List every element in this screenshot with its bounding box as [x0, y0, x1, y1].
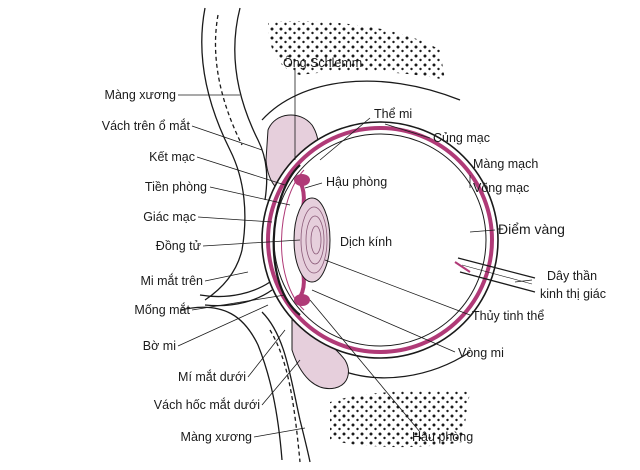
- face-outer-contour: [179, 7, 283, 461]
- label-posterior-chamber-top: Hậu phòng: [326, 175, 387, 189]
- choroid-layer: [266, 126, 494, 354]
- label-eyelid-margin: Bờ mi: [143, 339, 176, 353]
- label-optic-nerve-line2: kinh thị giác: [540, 287, 606, 301]
- label-macula: Điểm vàng: [498, 221, 565, 237]
- label-schlemm-canal: Ống Schlemm: [283, 55, 362, 70]
- cornea-shape: [272, 164, 301, 316]
- label-upper-orbit-wall: Vách trên ổ mắt: [102, 118, 191, 133]
- label-lower-eyelid: Mí mắt dưới: [178, 369, 246, 384]
- label-lower-orbit-wall: Vách hốc mắt dưới: [154, 397, 260, 412]
- label-pupil: Đồng tử: [156, 239, 201, 253]
- label-iris: Mống mắt: [134, 302, 190, 317]
- label-periosteum-top: Màng xương: [105, 88, 177, 102]
- upper-orbit-bone: [268, 20, 445, 81]
- periosteum-lines: [214, 14, 301, 463]
- orbit-lower-curve: [339, 351, 471, 379]
- label-upper-eyelid: Mi mắt trên: [140, 273, 203, 288]
- label-anterior-chamber: Tiền phòng: [145, 180, 207, 194]
- label-sclera: Củng mạc: [433, 131, 490, 145]
- label-lens: Thủy tinh thể: [472, 309, 544, 323]
- label-vitreous-body: Dịch kính: [340, 235, 392, 249]
- ciliary-body-upper: [294, 174, 310, 186]
- face-inner-contour: [234, 7, 268, 201]
- label-conjunctiva: Kết mạc: [149, 150, 195, 164]
- leader-lines: [177, 94, 533, 438]
- label-cornea: Giác mạc: [143, 210, 196, 224]
- orbit-upper-curve: [261, 80, 461, 121]
- optic-nerve-shape: [454, 257, 536, 293]
- lower-orbit-bone: [330, 390, 470, 448]
- label-ciliary-body: Thể mi: [374, 107, 412, 121]
- eyelashes: [199, 281, 273, 307]
- label-choroid: Màng mạch: [473, 157, 538, 171]
- label-periosteum-bottom: Màng xương: [181, 430, 253, 444]
- label-ciliary-zonule: Vòng mi: [458, 346, 504, 360]
- ciliary-body-lower: [294, 294, 310, 306]
- label-optic-nerve-line1: Dây thần: [547, 269, 597, 283]
- label-posterior-chamber-bottom: Hậu phòng: [412, 430, 473, 444]
- lower-lid-contour: [261, 311, 311, 463]
- label-retina: Võng mạc: [473, 181, 529, 195]
